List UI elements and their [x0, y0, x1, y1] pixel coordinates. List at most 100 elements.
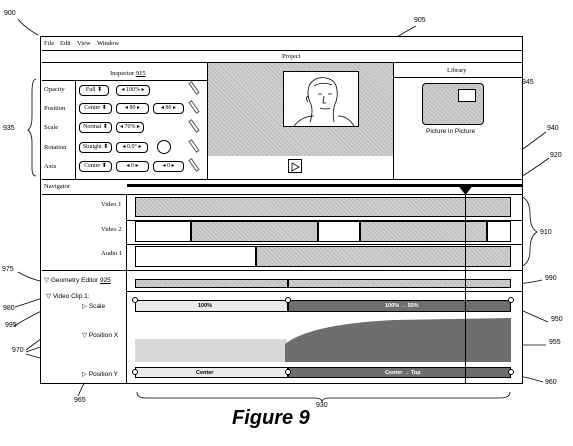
- inspector-label-scale: Scale: [44, 124, 59, 131]
- position-popup[interactable]: Center ⬍: [79, 103, 112, 114]
- navigator-bar[interactable]: [127, 184, 522, 187]
- position-y-keyframe-3[interactable]: [508, 369, 514, 375]
- scale-segment-1[interactable]: 100%: [135, 300, 288, 312]
- ref-990: 990: [545, 275, 557, 282]
- axis-popup[interactable]: Center ⬍: [79, 161, 112, 172]
- axis-x-stepper[interactable]: ◂ 0 ▸: [116, 161, 149, 172]
- position-y-stepper-value: 80: [165, 105, 172, 111]
- library-item-thumbnail[interactable]: [422, 83, 484, 125]
- scale-segment-2-label: 100% → 50%: [385, 303, 419, 309]
- menu-divider: [42, 50, 522, 51]
- ref-975: 975: [2, 266, 14, 273]
- axis-y-stepper-value: 0: [167, 163, 170, 169]
- geometry-editor-title-text: Geometry Editor: [50, 277, 99, 284]
- inspector-header-divider: [42, 80, 208, 81]
- track-label-video1: Video 1: [101, 201, 122, 208]
- rotation-stepper-value: 0.0°: [127, 144, 137, 150]
- scale-disclosure-icon[interactable]: ▷: [82, 303, 87, 310]
- geometry-editor-title[interactable]: ▽ Geometry Editor 925: [44, 276, 111, 284]
- playhead-handle-icon[interactable]: [457, 184, 474, 195]
- param-position-y-label: Position Y: [88, 371, 118, 378]
- clip-audio1-b[interactable]: [256, 246, 511, 267]
- param-position-y[interactable]: ▷ Position Y: [82, 370, 118, 378]
- clip-video2-d[interactable]: [360, 221, 487, 242]
- geometry-editor-title-ref: 925: [99, 277, 111, 284]
- axis-x-stepper-value: 0: [131, 163, 134, 169]
- track-label-video2: Video 2: [101, 226, 122, 233]
- position-y-stepper[interactable]: ◂ 80 ▸: [153, 103, 184, 114]
- ref-970: 970: [12, 347, 24, 354]
- clip-audio1-a[interactable]: [135, 246, 256, 267]
- ref-900: 900: [4, 10, 16, 17]
- scale-popup[interactable]: Normal ⬍: [79, 122, 112, 133]
- scale-keyframe-2[interactable]: [285, 297, 291, 303]
- opacity-popup-value: Full: [85, 87, 96, 93]
- axis-popup-value: Center: [84, 163, 101, 169]
- position-x-stepper-value: 80: [129, 105, 136, 111]
- opacity-popup[interactable]: Full ⬍: [79, 85, 109, 96]
- video-clip-label-text: Video Clip 1:: [52, 293, 90, 300]
- position-y-disclosure-icon[interactable]: ▷: [82, 371, 87, 378]
- param-position-x[interactable]: ▽ Position X: [82, 331, 118, 339]
- param-scale[interactable]: ▷ Scale: [82, 302, 105, 310]
- rotation-dial[interactable]: [157, 140, 171, 154]
- inspector-title-ref: 915: [135, 70, 146, 77]
- clip-video2-b[interactable]: [191, 221, 318, 242]
- inspector-title: Inspector 915: [110, 70, 146, 77]
- timeline-label-divider: [126, 194, 127, 384]
- scale-segment-2[interactable]: 100% → 50%: [288, 300, 511, 312]
- position-y-segment-1-label: Center: [196, 370, 214, 376]
- play-icon: [291, 162, 300, 172]
- axis-y-stepper[interactable]: ◂ 0 ▸: [153, 161, 184, 172]
- ref-960: 960: [545, 379, 557, 386]
- position-x-stepper[interactable]: ◂ 80 ▸: [116, 103, 149, 114]
- menu-window[interactable]: Window: [97, 40, 120, 47]
- clip-video2-e[interactable]: [487, 221, 511, 242]
- track-divider-1: [127, 220, 522, 221]
- scale-keyframe-3[interactable]: [508, 297, 514, 303]
- ref-935: 935: [3, 125, 15, 132]
- opacity-stepper[interactable]: ◂ 100% ▸: [116, 85, 150, 96]
- rotation-stepper[interactable]: ◂ 0.0° ▸: [116, 142, 148, 153]
- position-y-segment-2-label: Center → Top: [385, 370, 421, 376]
- position-y-keyframe-2[interactable]: [285, 369, 291, 375]
- rotation-popup[interactable]: Straight ⬍: [79, 142, 112, 153]
- library-item-label: Picture in Picture: [426, 128, 476, 135]
- clip-disclosure-icon[interactable]: ▽: [46, 293, 51, 300]
- play-button[interactable]: [288, 159, 302, 173]
- menu-view[interactable]: View: [77, 40, 91, 47]
- person-portrait-image: [293, 77, 355, 127]
- project-title: Project: [282, 53, 301, 60]
- position-x-curve-area[interactable]: [135, 316, 511, 362]
- scale-stepper-value: 70%: [124, 124, 136, 130]
- menu-edit[interactable]: Edit: [60, 40, 71, 47]
- library-title: Library: [447, 67, 467, 74]
- clip-video2-a[interactable]: [135, 221, 191, 242]
- geometry-disclosure-icon[interactable]: ▽: [44, 277, 49, 284]
- inspector-label-axis: Axis: [44, 163, 57, 170]
- menu-file[interactable]: File: [44, 40, 55, 47]
- scale-stepper[interactable]: ◂ 70% ▸: [116, 122, 144, 133]
- figure-caption: Figure 9: [232, 407, 310, 429]
- geometry-overview-bar[interactable]: [135, 279, 511, 288]
- video-clip-label[interactable]: ▽ Video Clip 1:: [46, 292, 90, 300]
- position-popup-value: Center: [84, 105, 101, 111]
- position-x-disclosure-icon[interactable]: ▽: [82, 332, 87, 339]
- ref-940: 940: [547, 125, 559, 132]
- pip-inset: [458, 89, 476, 102]
- library-header-divider: [393, 77, 522, 78]
- position-y-segment-2[interactable]: Center → Top: [288, 367, 511, 378]
- ref-905: 905: [414, 17, 426, 24]
- ref-955: 955: [549, 339, 561, 346]
- scale-keyframe-1[interactable]: [132, 297, 138, 303]
- ref-920: 920: [550, 152, 562, 159]
- param-scale-label: Scale: [88, 303, 106, 310]
- position-y-keyframe-1[interactable]: [132, 369, 138, 375]
- clip-video1[interactable]: [135, 197, 511, 217]
- track-divider-2: [127, 244, 522, 245]
- track-label-audio1: Audio 1: [101, 250, 123, 257]
- clip-video2-c[interactable]: [318, 221, 360, 242]
- panels-bottom-divider: [42, 179, 522, 180]
- position-y-segment-1[interactable]: Center: [135, 367, 288, 378]
- navigator-divider: [42, 194, 522, 195]
